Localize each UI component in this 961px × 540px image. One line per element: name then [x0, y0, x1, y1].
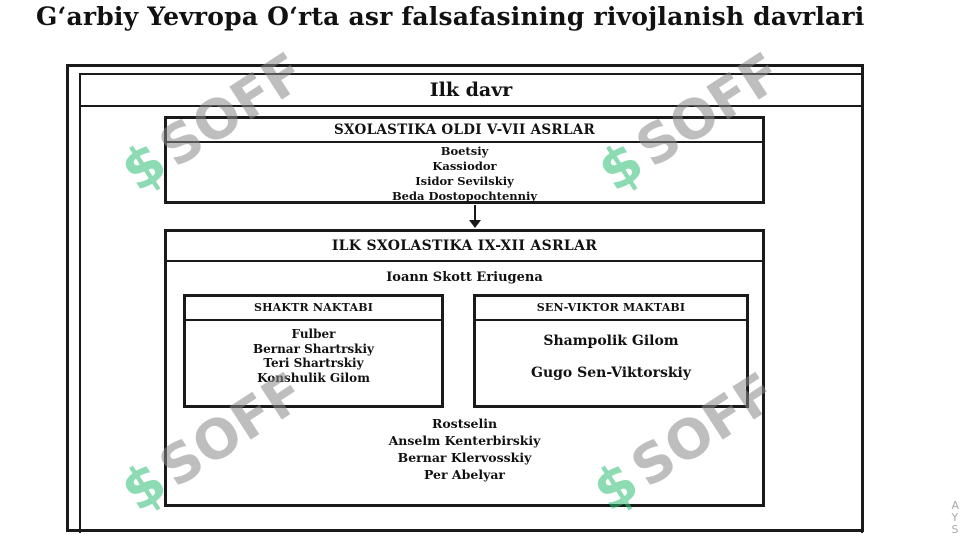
- chartres-school-box: SHAKTR NAKTABI Fulber Bernar Shartrskiy …: [183, 294, 444, 408]
- chartres-school-names: Fulber Bernar Shartrskiy Teri Shartrskiy…: [186, 321, 441, 385]
- era-frame: Ilk davr: [66, 64, 864, 533]
- name-item: Rostselin: [431, 416, 498, 431]
- early-scholastic-header: ILK SXOLASTIKA IX-XII ASRLAR: [167, 232, 762, 262]
- pre-scholastic-header: SXOLASTIKA OLDI V-VII ASRLAR: [167, 119, 762, 143]
- corner-line: A: [951, 499, 959, 512]
- chartres-school-header: SHAKTR NAKTABI: [186, 297, 441, 321]
- name-item: Per Abelyar: [423, 467, 506, 482]
- pre-scholastic-box: SXOLASTIKA OLDI V-VII ASRLAR Boetsiy Kas…: [164, 116, 765, 204]
- name-item: Beda Dostopochtenniy: [391, 189, 538, 203]
- era-inner-frame: Ilk davr: [79, 73, 863, 533]
- saint-victor-school-box: SEN-VIKTOR MAKTABI Shampolik Gilom Gugo …: [473, 294, 749, 408]
- corner-residue-text: A Y S: [951, 500, 959, 536]
- pre-scholastic-names: Boetsiy Kassiodor Isidor Sevilskiy Beda …: [167, 143, 762, 204]
- corner-line: S: [951, 523, 959, 536]
- name-item: Boetsiy: [440, 144, 489, 158]
- flow-arrow-head: [469, 220, 481, 228]
- name-item: Kassiodor: [432, 159, 497, 173]
- era-header: Ilk davr: [81, 75, 861, 107]
- name-item: Shampolik Gilom: [543, 333, 679, 349]
- page-title: G‘arbiy Yevropa O‘rta asr falsafasining …: [36, 2, 865, 31]
- corner-line: Y: [951, 511, 959, 524]
- lead-name: Ioann Skott Eriugena: [386, 270, 543, 285]
- other-scholastics: Rostselin Anselm Kenterbirskiy Bernar Kl…: [167, 415, 762, 483]
- name-item: Isidor Sevilskiy: [415, 174, 514, 188]
- flow-arrow-shaft: [474, 205, 476, 225]
- name-item: Bernar Shartrskiy: [252, 341, 375, 356]
- early-scholastic-box: ILK SXOLASTIKA IX-XII ASRLAR Ioann Skott…: [164, 229, 765, 507]
- saint-victor-school-names: Shampolik Gilom Gugo Sen-Viktorskiy: [476, 321, 746, 389]
- name-item: Fulber: [291, 327, 336, 341]
- saint-victor-school-header: SEN-VIKTOR MAKTABI: [476, 297, 746, 321]
- name-item: Anselm Kenterbirskiy: [388, 433, 541, 448]
- name-item: Bernar Klervosskiy: [397, 450, 532, 465]
- name-item: Konshulik Gilom: [257, 370, 370, 385]
- name-item: Gugo Sen-Viktorskiy: [531, 365, 691, 381]
- name-item: Teri Shartrskiy: [263, 356, 364, 370]
